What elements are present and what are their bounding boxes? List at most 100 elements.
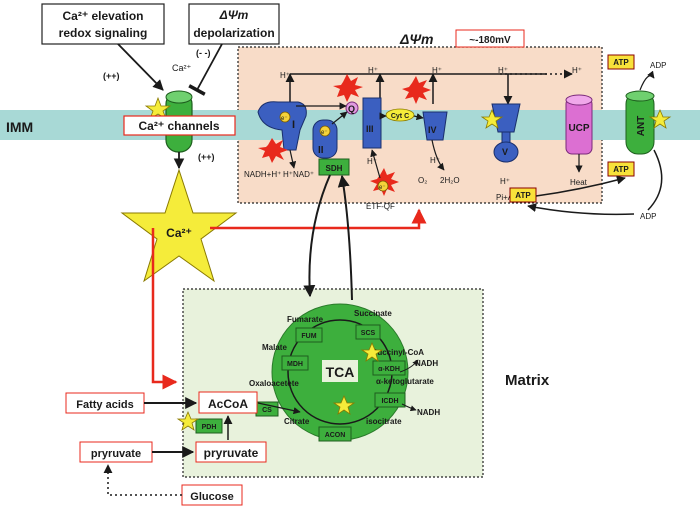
minusminus-label: (- -)	[196, 48, 211, 58]
complex-v-label: V	[502, 147, 508, 157]
fatty-acids-label: Fatty acids	[76, 399, 133, 411]
complex-i	[257, 101, 307, 151]
complex-ii-label: II	[318, 145, 324, 156]
ant-top	[625, 90, 655, 102]
atp-label-v: ATP	[515, 191, 531, 200]
complex-v-base	[493, 141, 519, 163]
ca-to-matrix-arrow	[151, 228, 178, 390]
ros-burst-icon-2	[333, 74, 363, 102]
etf-arrow	[370, 149, 381, 179]
nadh-label: NADH+H⁺	[244, 170, 281, 179]
pdh-box	[195, 418, 223, 434]
electron-label-2: e⁻	[321, 130, 328, 136]
complex-iv-label: IV	[428, 125, 437, 135]
nadh-arrow-1	[399, 359, 419, 373]
h2o-label: 2H₂O	[440, 176, 460, 185]
electron-icon-2	[319, 125, 331, 137]
depolarization-symbol: ΔΨm	[219, 8, 249, 22]
mdh-label: MDH	[287, 361, 303, 368]
ros-burst-icon-3	[402, 76, 431, 104]
ant-star-icon	[648, 108, 672, 129]
matrix-label: Matrix	[505, 372, 550, 389]
sdh-box	[318, 158, 350, 176]
fum-label: FUM	[301, 333, 316, 340]
h-label-5: H⁺	[572, 66, 582, 75]
icdh-star-icon	[332, 394, 356, 415]
plusplus-below-label: (++)	[198, 152, 215, 162]
ant-top-arrow	[639, 70, 655, 91]
imm-label: IMM	[6, 119, 33, 135]
depolarization-inhibit	[188, 43, 223, 96]
scs-label: SCS	[361, 330, 376, 337]
acon-box	[318, 426, 352, 442]
ca-elevation-box	[41, 3, 165, 45]
tca-center-bg	[322, 360, 358, 382]
pdh-label: PDH	[202, 424, 217, 431]
citrate-label: Citrate	[284, 417, 310, 426]
nadh-label-2: NADH	[417, 408, 440, 417]
nadh-arrow-2	[401, 403, 417, 412]
atp-label-mid: ATP	[613, 165, 629, 174]
inner-membrane	[0, 110, 700, 140]
accoa-to-citrate-arrow	[257, 402, 301, 415]
h-label-4: H⁺	[498, 66, 508, 75]
h-label-6: H⁺	[283, 170, 293, 179]
etf-label: ETF-QF	[366, 202, 395, 211]
mdh-box	[281, 355, 309, 371]
adp-import-arrow	[527, 203, 635, 216]
h-label-9: H⁺	[500, 177, 510, 186]
atp-label-top: ATP	[613, 58, 629, 67]
ca-elevation-line2: redox signaling	[59, 26, 148, 40]
atp-export-arrow	[535, 175, 626, 197]
oxaloacetate-label: Oxaloacetete	[249, 379, 299, 388]
nad-label: NAD⁺	[293, 170, 314, 179]
pryruvate-inner-box	[195, 441, 267, 463]
electron-flow-2	[331, 111, 348, 125]
heat-label: Heat	[570, 178, 588, 187]
ketoglutarate-label: α-ketoglutarate	[376, 377, 434, 386]
cs-label: CS	[262, 407, 272, 414]
ant-label: ANT	[636, 116, 647, 137]
acon-label: ACON	[325, 432, 346, 439]
electron-flow-4	[413, 113, 424, 121]
o2-arrow	[431, 139, 445, 171]
electron-icon-3	[377, 180, 389, 192]
h-label-7: H⁺	[367, 157, 377, 166]
ucp-label: UCP	[568, 123, 589, 134]
ca-channels-label: Ca²⁺ channels	[138, 119, 219, 133]
pryruvate-outer-label: pryruvate	[91, 448, 141, 460]
succinyl-coa-label: Succinyl-CoA	[372, 348, 424, 357]
malate-label: Malate	[262, 343, 287, 352]
ca-channels-box	[123, 115, 236, 136]
akdh-label: α-KDH	[378, 366, 400, 373]
accoa-label: AcCoA	[208, 397, 248, 411]
h-label-3: H⁺	[432, 66, 442, 75]
potential-box	[455, 29, 525, 48]
succinate-label: Succinate	[354, 309, 392, 318]
cytc-label: Cyt C	[391, 113, 409, 120]
ucp-top	[565, 94, 593, 106]
ros-burst-icon-1	[258, 138, 288, 163]
pdh-star-icon	[176, 410, 200, 431]
depolarization-box	[188, 3, 280, 45]
adp-label-top: ADP	[650, 61, 666, 70]
electron-label-1: e⁻	[281, 116, 288, 122]
glucose-to-pyruvate-arrow	[103, 464, 182, 496]
ca-elevation-line1: Ca²⁺ elevation	[62, 9, 143, 23]
isocitrate-label: isocitrate	[366, 417, 402, 426]
icdh-label: ICDH	[381, 398, 398, 405]
ca-channel-star-icon	[144, 96, 172, 120]
pryruvate-inner-label: pryruvate	[204, 446, 259, 460]
tca-center-label: TCA	[326, 364, 355, 380]
o2-label: O₂	[418, 176, 427, 185]
h-label-8: H⁺	[430, 156, 440, 165]
ca-to-etc-arrow	[210, 208, 427, 230]
electron-icon-1	[279, 111, 291, 123]
complex-iii-label: III	[366, 124, 374, 134]
glucose-label: Glucose	[190, 491, 233, 503]
complex-v-star-icon	[480, 108, 504, 129]
depolarization-label: depolarization	[193, 26, 274, 40]
ca-elevation-arrow	[117, 43, 164, 91]
h-label-2: H⁺	[368, 66, 378, 75]
icdh-box	[374, 392, 406, 408]
